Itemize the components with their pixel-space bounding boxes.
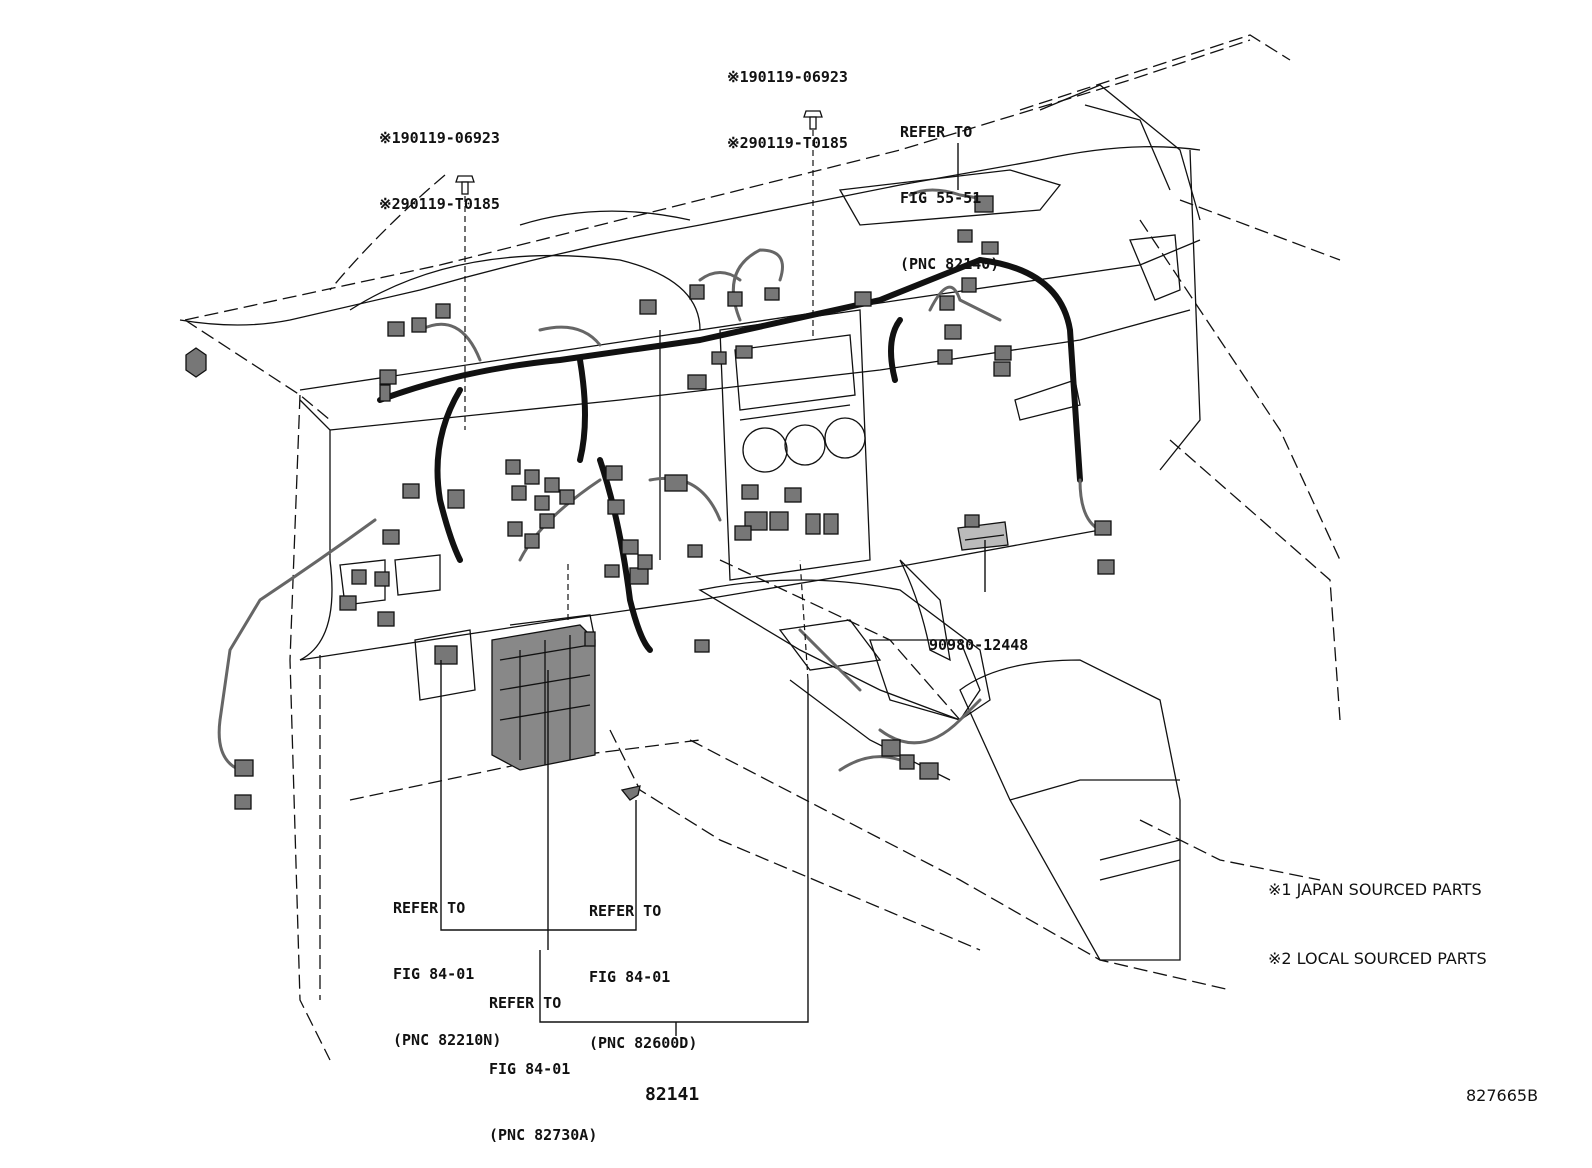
refer-82600d-line3: (PNC 82600D) [589, 1034, 698, 1052]
refer-82600d-line1: REFER TO [589, 902, 662, 920]
legend-item-local: ※2 LOCAL SOURCED PARTS [1268, 949, 1487, 968]
bolt-right [803, 110, 823, 340]
junction-block [491, 614, 596, 771]
refer-fig-84-01-82210n[interactable]: REFER TO FIG 84-01 (PNC 82210N) [393, 853, 501, 1073]
refer-fig-84-01-82600d[interactable]: REFER TO FIG 84-01 (PNC 82600D) [589, 856, 697, 1076]
legend: ※1 JAPAN SOURCED PARTS ※2 LOCAL SOURCED … [1268, 832, 1487, 993]
dashboard-illustration [179, 34, 1341, 1061]
refer-82600d-line2: FIG 84-01 [589, 968, 671, 986]
part-number-relay[interactable]: 90980-12448 [929, 590, 1028, 678]
bolt-right-label: ※190119-06923 ※290119-T0185 [727, 22, 848, 176]
relay-connector [957, 514, 1009, 551]
refer-fig-55-51[interactable]: REFER TO FIG 55-51 (PNC 82140) [900, 77, 999, 297]
bolt-left [455, 175, 475, 430]
bolt-left-line2: ※290119-T0185 [379, 195, 500, 213]
refer-55-51-line3: (PNC 82140) [900, 255, 1000, 273]
refer-55-51-line2: FIG 55-51 [900, 189, 982, 207]
part-relay-text: 90980-12448 [929, 636, 1029, 654]
refer-55-51-line1: REFER TO [900, 123, 973, 141]
diagram-id: 827665B [1466, 1038, 1538, 1130]
clip-part [620, 785, 641, 801]
connectors [185, 195, 1115, 810]
part-number-main[interactable]: 82141 [645, 1040, 699, 1128]
body-outline [184, 34, 1341, 1061]
bolt-left-label: ※190119-06923 ※290119-T0185 [379, 83, 500, 237]
refer-82730a-line1: REFER TO [489, 994, 562, 1012]
wire-harness [217, 188, 1102, 772]
legend-item-japan: ※1 JAPAN SOURCED PARTS [1268, 880, 1482, 899]
dashboard-panel [179, 84, 1201, 961]
refer-82730a-line2: FIG 84-01 [489, 1060, 571, 1078]
refer-82210n-line1: REFER TO [393, 899, 466, 917]
refer-82730a-line3: (PNC 82730A) [489, 1126, 598, 1144]
refer-82210n-line3: (PNC 82210N) [393, 1031, 502, 1049]
wiring-diagram: ※190119-06923 ※290119-T0185 ※190119-0692… [179, 22, 1538, 1144]
refer-fig-84-01-82730a[interactable]: REFER TO FIG 84-01 (PNC 82730A) [489, 948, 597, 1168]
part-main-text: 82141 [645, 1084, 700, 1105]
diagram-id-text: 827665B [1466, 1086, 1539, 1105]
leader-lines [440, 143, 986, 1036]
bolt-right-line1: ※190119-06923 [727, 68, 848, 86]
bolt-right-line2: ※290119-T0185 [727, 134, 848, 152]
refer-82210n-line2: FIG 84-01 [393, 965, 475, 983]
bolt-left-line1: ※190119-06923 [379, 129, 500, 147]
